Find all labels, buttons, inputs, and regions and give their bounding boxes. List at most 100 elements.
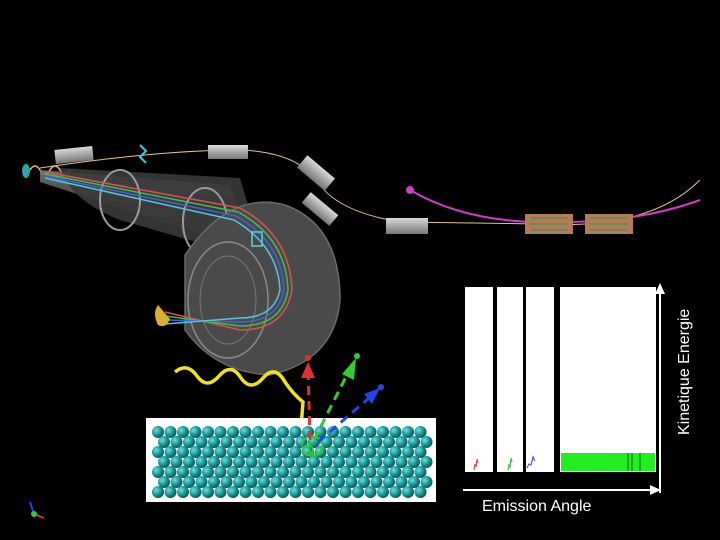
emitted-electron-blue — [317, 390, 377, 444]
magnet-5 — [386, 218, 428, 234]
emitted-electron-blue-head — [364, 388, 380, 404]
analyzer-inner-ring — [187, 241, 269, 359]
sample-atom — [183, 476, 195, 488]
sample-atom — [389, 466, 402, 478]
photon-beam — [173, 366, 305, 441]
sample-atom — [414, 426, 427, 438]
sample-atom — [258, 476, 270, 488]
sample-atom — [364, 446, 377, 458]
sample-atom — [383, 456, 395, 468]
sample-atom — [339, 446, 352, 458]
sample-atom — [327, 486, 339, 498]
sample-atom — [208, 436, 220, 448]
magnet-3 — [297, 155, 335, 191]
y-axis-label: Kinetique Energie — [676, 308, 693, 435]
sample-atom — [264, 486, 277, 498]
analyzer-inner-ring-2 — [199, 255, 257, 345]
sample-atom — [327, 466, 339, 478]
sample-atom — [189, 426, 202, 438]
emitted-electron-red — [306, 367, 312, 441]
sample-atom — [295, 456, 308, 468]
sample-atom — [183, 436, 195, 448]
sample-atom — [339, 426, 352, 438]
electron-source-dot — [406, 186, 414, 194]
magnet-1 — [54, 146, 94, 164]
sample-atom — [245, 456, 258, 468]
cyan-element — [138, 144, 148, 164]
sample-atom — [420, 476, 433, 488]
emitted-electron-green-dot — [354, 353, 360, 359]
magnet-7-stripes — [590, 217, 628, 231]
spectrum-panel-4 — [560, 287, 656, 472]
sample-atom — [202, 426, 214, 438]
sample-atom — [264, 426, 277, 438]
sample-atom — [414, 466, 427, 478]
sample-atom — [270, 436, 283, 448]
sample-atom — [352, 446, 364, 458]
sample-atom — [245, 476, 258, 488]
sample-atom — [214, 446, 227, 458]
source-ring — [22, 164, 30, 178]
magnet-6-stripes — [530, 217, 568, 231]
sample-atom — [277, 446, 289, 458]
sample-atom — [377, 486, 389, 498]
sample-atom — [352, 486, 364, 498]
sample-atom — [227, 486, 239, 498]
sample-atom — [202, 486, 214, 498]
sample-atom — [220, 436, 233, 448]
emitted-electron-red-dot — [305, 355, 311, 361]
sample-atom — [170, 436, 183, 448]
sample-atom — [264, 446, 277, 458]
sample-atom — [214, 486, 227, 498]
sample-atom — [258, 436, 270, 448]
emitted-electron-green-head — [342, 358, 356, 380]
trajectory-cyan — [44, 177, 281, 325]
sample-atom — [377, 446, 389, 458]
sample-atom — [414, 446, 427, 458]
sample-atom — [245, 436, 258, 448]
sample-atom — [158, 456, 170, 468]
sample-atom — [208, 476, 220, 488]
sample-atom — [283, 436, 295, 448]
sample-atom — [164, 426, 177, 438]
sample-atom — [402, 446, 414, 458]
sample-atom — [252, 466, 264, 478]
sample-atom — [189, 446, 202, 458]
sample-atom — [283, 476, 295, 488]
sample-atom — [264, 466, 277, 478]
detector-entrance — [251, 231, 263, 247]
sample-atom — [239, 486, 252, 498]
sample-atom — [327, 446, 339, 458]
sample-atom — [320, 476, 333, 488]
magnet-4 — [301, 192, 339, 226]
sample-atom — [289, 466, 302, 478]
sample-atom — [152, 446, 164, 458]
sample-atom — [339, 486, 352, 498]
sample-atom — [389, 446, 402, 458]
sample-atom — [302, 466, 314, 478]
spectrum-band-green — [561, 453, 655, 471]
sample-atom — [295, 476, 308, 488]
sample-atom — [164, 486, 177, 498]
sample-atom — [289, 426, 302, 438]
sample-atom — [395, 476, 408, 488]
sample-atom — [283, 456, 295, 468]
sample-atom — [364, 486, 377, 498]
sample-atom — [420, 436, 433, 448]
sample-atom — [177, 466, 189, 478]
sample-atom — [227, 446, 239, 458]
sample-atom — [289, 486, 302, 498]
sample-atom — [233, 476, 245, 488]
sample-atom — [214, 466, 227, 478]
sample-atom — [239, 466, 252, 478]
sample-atom — [252, 486, 264, 498]
sample-atom — [314, 466, 327, 478]
sample-atom — [270, 456, 283, 468]
analyzer-trajectories — [44, 171, 293, 331]
sample-atom — [170, 456, 183, 468]
sample-atom — [314, 486, 327, 498]
detector-exit-yellow — [155, 305, 170, 327]
sample-atom — [358, 436, 370, 448]
energy-axis-arrow — [655, 283, 665, 294]
